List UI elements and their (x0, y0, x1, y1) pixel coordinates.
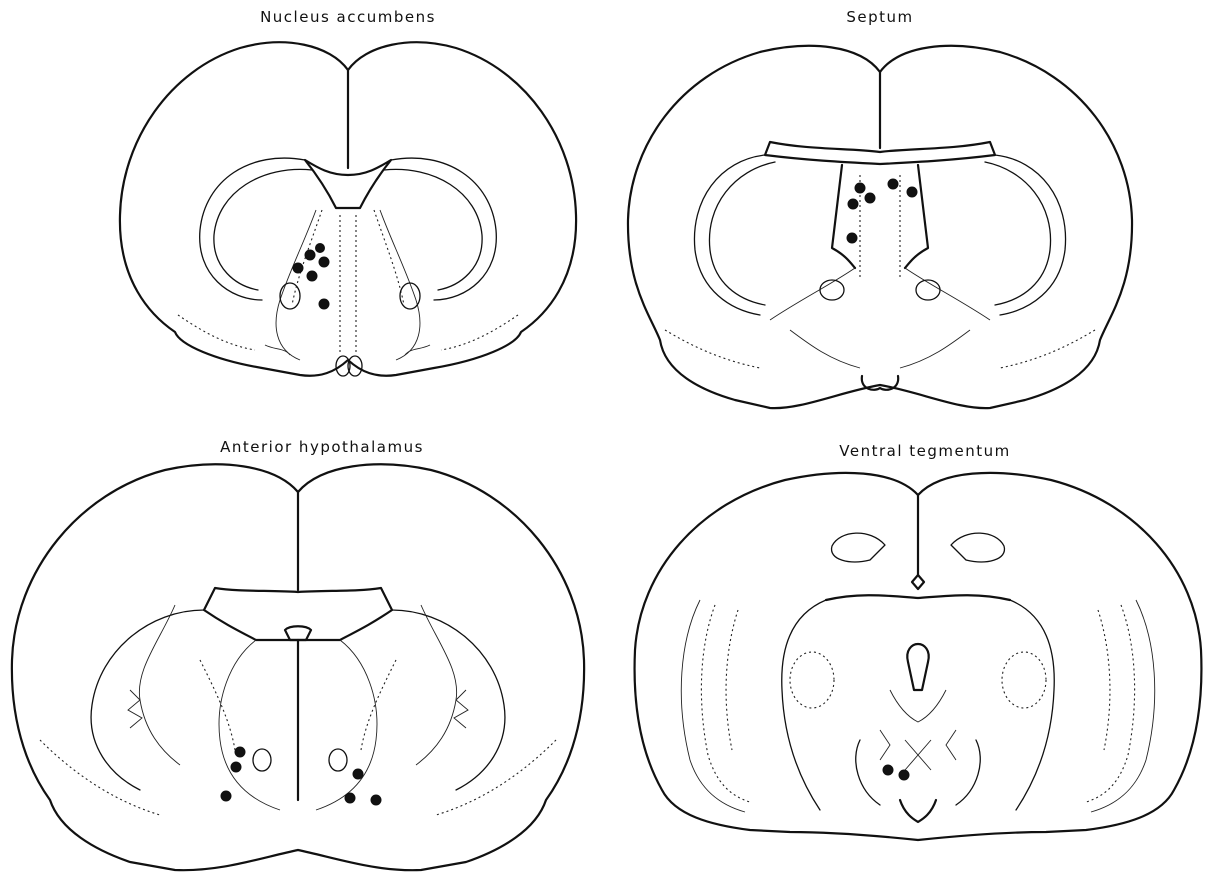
lesion-site-marker (319, 257, 329, 267)
lesion-site-marker (221, 791, 231, 801)
lesion-site-marker (307, 271, 317, 281)
section-nucleus-accumbens (120, 42, 576, 376)
ventricle-right (391, 158, 496, 300)
lesion-site-marker (883, 765, 893, 775)
lesion-site-marker (231, 762, 241, 772)
section-septum (628, 46, 1132, 408)
lesion-site-marker (855, 183, 865, 193)
lesion-site-marker (235, 747, 245, 757)
ventricle-left (200, 158, 305, 300)
lesion-site-marker (865, 193, 875, 203)
lesion-site-marker (319, 299, 329, 309)
lesion-site-marker (847, 233, 857, 243)
lesion-site-marker (353, 769, 363, 779)
lesion-site-marker (293, 263, 303, 273)
corpus-callosum (204, 588, 392, 640)
lesion-site-marker (888, 179, 898, 189)
lesion-site-marker (316, 244, 325, 253)
lesion-site-marker (848, 199, 858, 209)
lesion-site-marker (907, 187, 917, 197)
section-ventral-tegmentum (635, 473, 1202, 840)
lesion-site-marker (899, 770, 909, 780)
lesion-site-marker (345, 793, 355, 803)
section-anterior-hypothalamus (12, 464, 584, 870)
lesion-site-marker (371, 795, 381, 805)
lesion-site-marker (305, 250, 315, 260)
